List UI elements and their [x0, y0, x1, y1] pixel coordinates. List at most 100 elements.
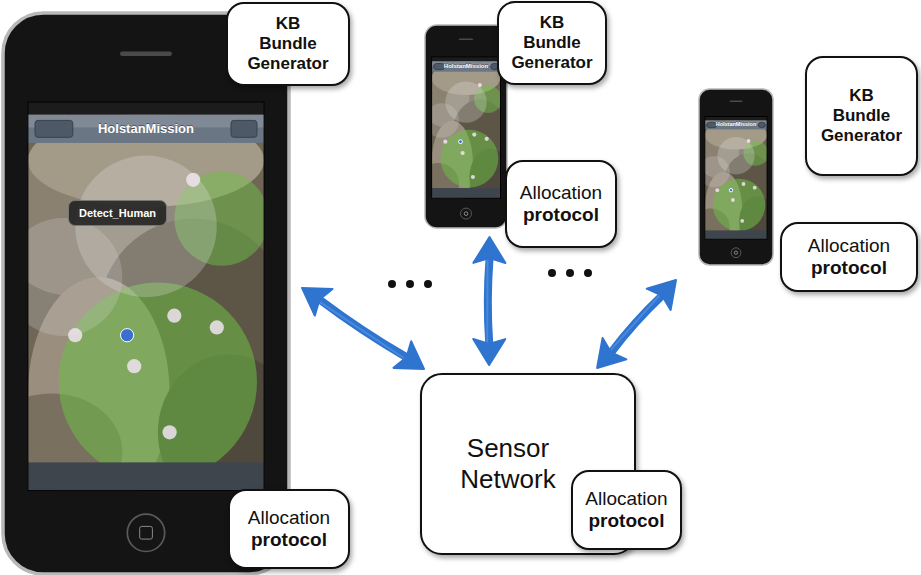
text-line: Generator [511, 53, 592, 73]
home-button-icon [734, 251, 737, 254]
component-box: KB Bundle Generator [226, 2, 350, 86]
sensor-dot [461, 151, 465, 155]
smartphone: HolstanMission [698, 88, 774, 266]
title-bar [705, 121, 767, 130]
text-line: Network [460, 464, 555, 495]
box-label: KB Bundle Generator [511, 13, 592, 73]
position-dot [121, 329, 134, 342]
screen-title: HolstanMission [705, 120, 767, 129]
tool-bar [28, 462, 264, 490]
sensor-dot [715, 188, 719, 192]
text-line: protocol [520, 204, 602, 226]
map-area [432, 61, 501, 198]
coverage-zone [705, 156, 730, 187]
phone-speaker [120, 51, 172, 56]
home-button [731, 248, 741, 258]
screen-frame [432, 57, 501, 199]
phone-speaker [729, 101, 743, 103]
status-bar [28, 102, 264, 115]
sensor-dot [753, 186, 757, 190]
text-line: KB [511, 13, 592, 33]
smartphone: HolstanMission [424, 24, 508, 229]
text-line: Allocation [585, 488, 667, 510]
sensor-dot [471, 175, 475, 179]
sensor-dot [742, 182, 746, 186]
sensor-dot [731, 198, 735, 202]
arrow-head [597, 338, 626, 368]
ellipsis-dot [566, 269, 574, 277]
phone-speaker [458, 38, 473, 40]
phone-shape [424, 24, 508, 229]
text-line: Sensor [460, 433, 555, 464]
arrow-shaft [488, 259, 490, 343]
box-label: Allocation protocol [248, 507, 330, 552]
text-line: Bundle [821, 106, 902, 126]
tool-bar [432, 188, 501, 198]
sensor-dot [443, 140, 447, 144]
screen-frame [28, 102, 264, 491]
status-bar [432, 57, 501, 62]
text-line: protocol [585, 510, 667, 532]
home-button-icon [140, 526, 153, 539]
phone-body [699, 89, 773, 265]
text-line: protocol [248, 529, 330, 551]
back-button [434, 64, 445, 70]
home-button-icon [464, 212, 468, 216]
component-box: Allocation protocol [780, 222, 918, 292]
coverage-zone [28, 218, 122, 336]
text-line: Generator [821, 126, 902, 146]
box-label: Allocation protocol [585, 488, 667, 533]
map-area [705, 120, 767, 239]
map-callout: Detect_Human [68, 200, 167, 226]
box-label: KB Bundle Generator [821, 86, 902, 146]
text-line: Bundle [247, 34, 328, 54]
component-box: Allocation protocol [228, 489, 350, 569]
add-button [231, 120, 257, 137]
tool-bar [705, 230, 767, 239]
sensor-dot [210, 320, 224, 334]
component-box: KB Bundle Generator [805, 56, 918, 176]
ellipsis-dot [584, 269, 592, 277]
sensor-dot [747, 139, 751, 143]
back-button [707, 122, 717, 127]
home-button [127, 514, 164, 551]
component-box: KB Bundle Generator [497, 1, 607, 85]
text-line: Bundle [511, 33, 592, 53]
arrow-shaft [612, 296, 662, 351]
arrow-head [302, 288, 333, 316]
double-arrow [473, 237, 505, 365]
sensor-dot [740, 219, 744, 223]
text-line: protocol [808, 257, 890, 279]
text-line: Generator [247, 54, 328, 74]
screen-title: HolstanMission [432, 61, 501, 71]
position-dot [459, 140, 463, 144]
box-label: Allocation protocol [808, 235, 890, 280]
coverage-zone [432, 103, 460, 137]
arrow-sketch-stroke [610, 295, 660, 350]
arrow-shaft [320, 300, 405, 357]
position-dot [729, 189, 732, 192]
back-button [35, 120, 73, 137]
double-arrow [597, 280, 676, 368]
sensor-dot [163, 425, 177, 439]
title-bar [28, 115, 264, 143]
component-box: Allocation protocol [571, 470, 682, 550]
sensor-dot [167, 309, 181, 323]
coverage-zone [713, 179, 765, 231]
arrow-head [473, 237, 505, 263]
box-label: Allocation protocol [520, 182, 602, 227]
box-label: KB Bundle Generator [247, 14, 328, 74]
sensor-dot [186, 173, 200, 187]
ellipsis-dot [548, 269, 556, 277]
text-line: Allocation [248, 507, 330, 529]
arrow-head [394, 341, 425, 369]
phone-body [425, 25, 507, 228]
sensor-dot [478, 83, 482, 87]
title-bar [432, 61, 501, 71]
arrow-sketch-stroke [319, 302, 404, 359]
screen-title: HolstanMission [28, 115, 264, 143]
ellipsis-dot [406, 280, 414, 288]
screen-frame [705, 117, 767, 240]
arrow-head [473, 339, 505, 365]
